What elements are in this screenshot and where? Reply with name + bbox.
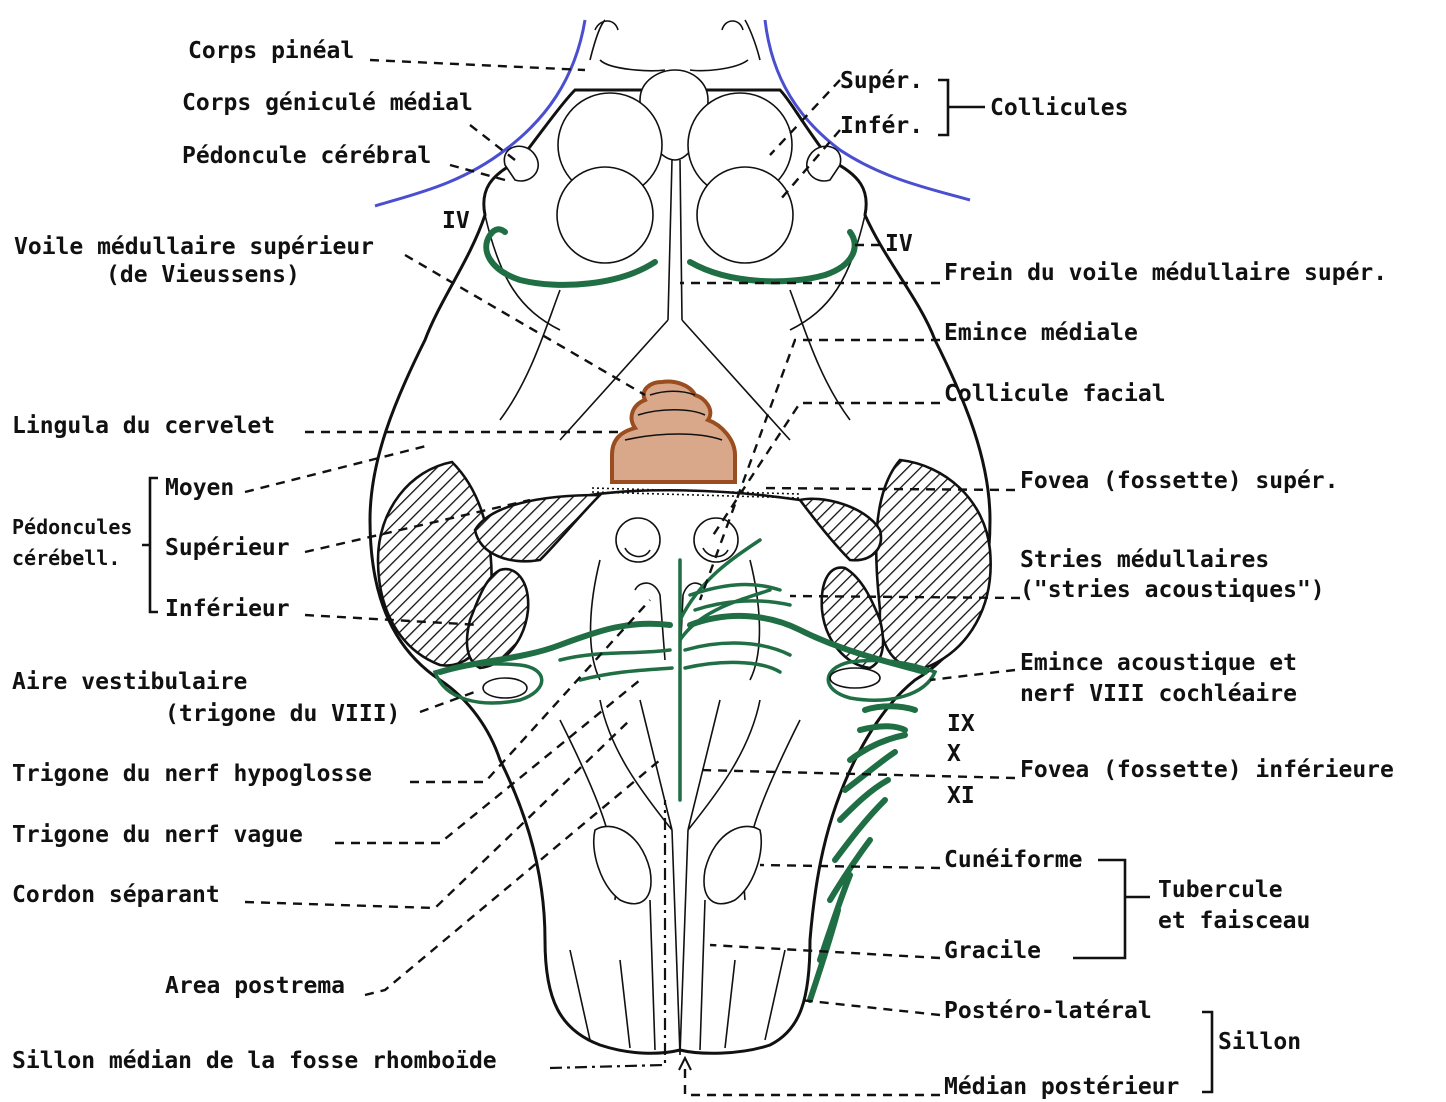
label-corps-genicule-medial: Corps géniculé médial	[182, 90, 473, 116]
leader-postero-lateral	[800, 1000, 940, 1015]
label-collicule-facial: Collicule facial	[944, 381, 1166, 407]
bracket-collicules	[938, 80, 985, 135]
label-xi: XI	[947, 783, 975, 809]
label-x: X	[947, 741, 961, 767]
facial-colliculus-left	[616, 518, 660, 562]
inferior-colliculus-right	[697, 167, 793, 263]
leader-median-posterieur	[685, 1062, 940, 1095]
label-collicules: Collicules	[990, 95, 1128, 121]
label-pedoncule-cerebral: Pédoncule cérébral	[182, 143, 431, 169]
label-stries-2: ("stries acoustiques")	[1020, 577, 1325, 603]
bracket-pedoncules	[142, 478, 158, 612]
inferior-colliculus-left	[557, 167, 653, 263]
label-median-posterieur: Médian postérieur	[944, 1074, 1179, 1100]
label-ped-cerebell-1: Pédoncules	[12, 515, 132, 539]
label-aire-vestibulaire-2: (trigone du VIII)	[165, 701, 400, 727]
label-postero-lateral: Postéro-latéral	[944, 998, 1152, 1024]
label-frein: Frein du voile médullaire supér.	[944, 260, 1387, 286]
label-ped-cerebell-2: cérébell.	[12, 546, 120, 570]
label-emince-mediale: Emince médiale	[944, 320, 1138, 346]
label-lingula: Lingula du cervelet	[12, 413, 275, 439]
label-emince-acoustique-2: nerf VIII cochléaire	[1020, 681, 1297, 707]
bracket-tubercule	[1073, 860, 1150, 958]
label-voile-medullaire-1: Voile médullaire supérieur	[14, 234, 374, 260]
arrow-median-posterieur	[679, 1058, 691, 1070]
label-aire-vestibulaire-1: Aire vestibulaire	[12, 669, 247, 695]
label-ix: IX	[947, 711, 975, 737]
label-sillon: Sillon	[1218, 1029, 1301, 1055]
label-fovea-super: Fovea (fossette) supér.	[1020, 468, 1339, 494]
label-sillon-median-fosse: Sillon médian de la fosse rhomboïde	[12, 1048, 497, 1074]
label-tubercule-1: Tubercule	[1158, 877, 1283, 903]
label-emince-acoustique-1: Emince acoustique et	[1020, 650, 1297, 676]
bracket-sillon	[1202, 1012, 1212, 1092]
label-fovea-inferieure: Fovea (fossette) inférieure	[1020, 757, 1394, 783]
label-superieur: Supérieur	[165, 535, 290, 561]
leader-emince-acoustique	[930, 670, 1015, 680]
label-iv-left: IV	[442, 208, 470, 234]
label-cuneiforme: Cunéiforme	[944, 847, 1082, 873]
label-super: Supér.	[840, 68, 923, 94]
label-trigone-vague: Trigone du nerf vague	[12, 822, 303, 848]
label-stries-1: Stries médullaires	[1020, 547, 1269, 573]
label-infer: Infér.	[840, 113, 923, 139]
pineal-stalk-lines	[590, 20, 760, 71]
leader-corps-pineal	[370, 60, 585, 70]
label-corps-pineal: Corps pinéal	[188, 38, 354, 64]
label-area-postrema: Area postrema	[165, 973, 345, 999]
label-voile-medullaire-2: (de Vieussens)	[106, 262, 300, 288]
label-iv-right: IV	[885, 231, 913, 257]
label-moyen: Moyen	[165, 475, 234, 501]
label-trigone-hypoglosse: Trigone du nerf hypoglosse	[12, 761, 372, 787]
label-inferieur: Inférieur	[165, 596, 290, 622]
label-gracile: Gracile	[944, 938, 1041, 964]
leader-corps-genicule	[470, 125, 515, 160]
anatomy-drawing	[370, 20, 991, 1055]
label-cordon-separant: Cordon séparant	[12, 882, 220, 908]
label-tubercule-2: et faisceau	[1158, 908, 1310, 934]
